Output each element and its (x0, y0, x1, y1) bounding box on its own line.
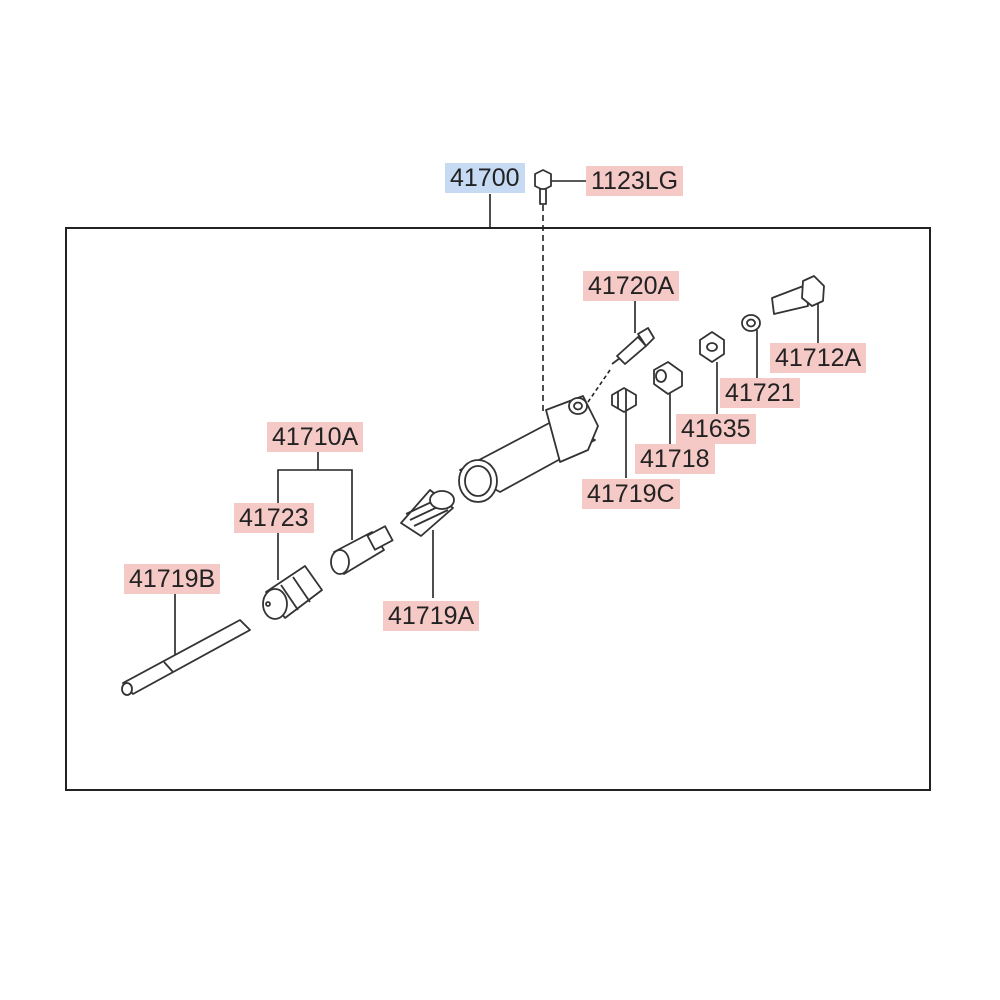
part-label-41719B[interactable]: 41719B (124, 564, 221, 594)
bolt-1123LG (534, 169, 552, 205)
part-label-41712A[interactable]: 41712A (770, 343, 867, 373)
piston-41710A (330, 525, 394, 575)
part-label-41700[interactable]: 41700 (445, 163, 525, 193)
part-label-41719C[interactable]: 41719C (582, 479, 680, 509)
push-rod-41719B (121, 619, 251, 696)
part-label-41723[interactable]: 41723 (234, 503, 314, 533)
bolt-41712A (771, 275, 825, 315)
assembly-frame (65, 227, 931, 791)
part-label-41718[interactable]: 41718 (635, 444, 715, 474)
bushing-41718 (653, 361, 683, 395)
part-label-41721[interactable]: 41721 (720, 378, 800, 408)
part-label-1123LG[interactable]: 1123LG (586, 166, 684, 196)
cap-41719C (611, 387, 637, 413)
washer-41721 (741, 314, 761, 332)
part-label-41719A[interactable]: 41719A (383, 601, 480, 631)
leader-lines (174, 180, 819, 660)
part-label-41635[interactable]: 41635 (676, 414, 756, 444)
part-label-41720A[interactable]: 41720A (583, 271, 680, 301)
boot-41719A (400, 489, 455, 537)
bleeder-screw-41720A (611, 327, 655, 365)
cylinder-body (458, 395, 599, 503)
part-label-41710A[interactable]: 41710A (267, 422, 364, 452)
nut-41635 (699, 331, 725, 363)
cup-41723 (262, 565, 323, 620)
